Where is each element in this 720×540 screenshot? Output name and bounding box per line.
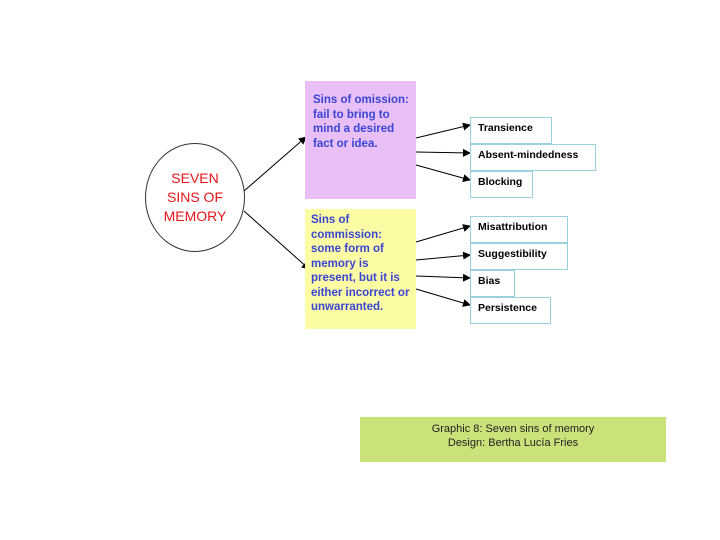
sin-absent-mindedness: Absent-mindedness	[470, 144, 596, 171]
sin-bias: Bias	[470, 270, 515, 297]
arrow-commission-to-suggestibility	[415, 251, 471, 261]
arrow-omission-to-transience	[415, 122, 471, 139]
caption-title: Graphic 8: Seven sins of memory	[431, 423, 595, 435]
sin-suggestibility: Suggestibility	[470, 243, 568, 270]
caption-credit: Design: Bertha Lucía Fries	[447, 437, 579, 449]
arrow-center-to-commission	[243, 210, 310, 270]
sin-blocking: Blocking	[470, 171, 533, 198]
omission-box: Sins of omission: fail to bring to mind …	[305, 81, 416, 199]
arrow-omission-to-absent-mindedness	[415, 148, 471, 157]
caption-box: Graphic 8: Seven sins of memory Design: …	[360, 417, 666, 462]
arrow-commission-to-bias	[415, 273, 471, 282]
center-title: SEVEN SINS OF MEMORY	[163, 170, 227, 224]
arrow-commission-to-misattribution	[415, 224, 471, 243]
arrow-commission-to-persistence	[415, 288, 471, 307]
arrow-omission-to-blocking	[415, 164, 471, 182]
sin-misattribution: Misattribution	[470, 216, 568, 243]
sin-transience: Transience	[470, 117, 552, 144]
arrow-center-to-omission	[243, 136, 307, 192]
sin-persistence: Persistence	[470, 297, 551, 324]
center-node: SEVEN SINS OF MEMORY	[145, 143, 245, 252]
commission-box: Sins of commission: some form of memory …	[305, 209, 416, 329]
